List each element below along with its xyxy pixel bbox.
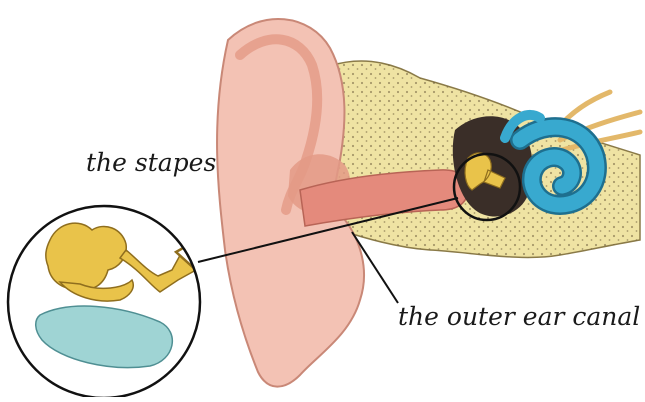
stapes-zoom-circle (8, 206, 208, 397)
label-the-outer-ear-canal: the outer ear canal (398, 304, 640, 329)
label-the-stapes: the stapes (86, 150, 216, 175)
